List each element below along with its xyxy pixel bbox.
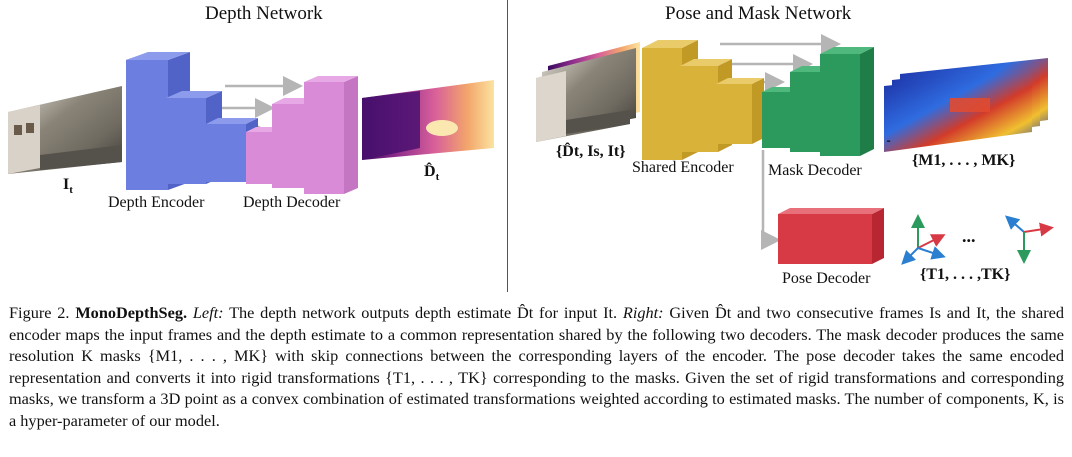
depth-encoder xyxy=(126,52,258,190)
caption-method-name: MonoDepthSeg. xyxy=(75,303,188,322)
pose-decoder-label: Pose Decoder xyxy=(782,270,871,287)
shared-encoder-label: Shared Encoder xyxy=(632,159,734,176)
panel-divider xyxy=(507,0,508,292)
pose-branch-arrow xyxy=(761,150,781,250)
figure-caption: Figure 2. MonoDepthSeg. Left: The depth … xyxy=(9,302,1064,432)
transform-ellipsis: ... xyxy=(962,226,976,246)
pose-inputs-label: {D̂t, Is, It} xyxy=(556,143,626,160)
right-panel-title: Pose and Mask Network xyxy=(665,3,852,24)
transform-axes-2 xyxy=(1004,215,1054,264)
shared-encoder xyxy=(642,40,764,160)
input-image xyxy=(8,86,122,174)
masks-label: {M1, . . . , MK} xyxy=(912,152,1016,169)
network-diagram xyxy=(8,34,1054,265)
transforms-label: {T1, . . . ,TK} xyxy=(920,266,1011,283)
mask-ellipsis: ∙∙∙ xyxy=(886,134,891,148)
depth-output-label: D̂t xyxy=(424,163,440,184)
input-label: It xyxy=(63,176,73,197)
mask-decoder-label: Mask Decoder xyxy=(768,162,862,179)
left-panel-title: Depth Network xyxy=(205,3,323,24)
caption-left-word: Left: xyxy=(192,303,224,322)
mask-output-images xyxy=(884,58,1048,152)
depth-encoder-label: Depth Encoder xyxy=(108,194,205,211)
caption-left-text: The depth network outputs depth estimate… xyxy=(229,303,618,322)
depth-decoder xyxy=(246,76,358,194)
caption-right-text: Given D̂t and two consecutive frames Is … xyxy=(9,303,1065,430)
pose-input-images xyxy=(536,42,640,142)
depth-decoder-label: Depth Decoder xyxy=(243,194,341,211)
mask-decoder xyxy=(762,47,874,156)
figure: Depth Network Pose and Mask Network It D… xyxy=(8,0,1054,292)
pose-decoder xyxy=(778,208,884,264)
caption-figure-number: Figure 2. xyxy=(9,303,70,322)
caption-right-word: Right: xyxy=(622,303,664,322)
transform-axes-1 xyxy=(901,214,946,265)
depth-output-image xyxy=(362,80,494,160)
